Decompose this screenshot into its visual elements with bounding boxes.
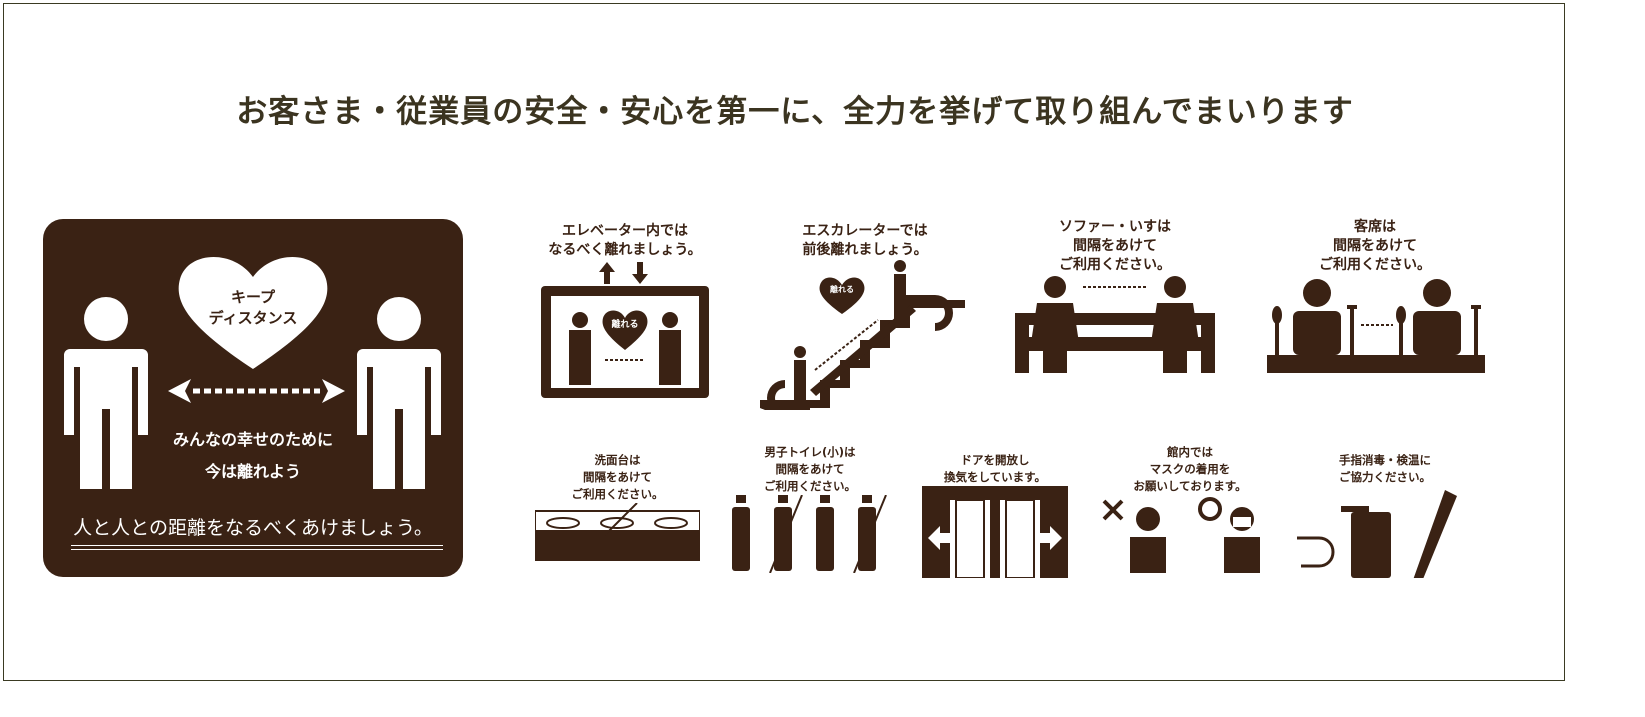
caption: 手指消毒・検温にご協力ください。 [1295, 452, 1475, 486]
tile-washbasin: 洗面台は間隔をあけてご利用ください。 [535, 452, 700, 563]
caption-line: ご利用ください。 [1059, 257, 1171, 273]
caption-line: マスクの着用を [1149, 462, 1231, 476]
tile-elevator: エレベーター内ではなるべく離れましょう。 離れる [535, 222, 715, 410]
caption-line: 間隔をあけて [583, 470, 652, 484]
caption-line: なるべく離れましょう。 [548, 242, 702, 258]
heart-line-1: キープ [230, 288, 276, 306]
caption-line: ソファー・いすは [1059, 219, 1171, 235]
caption-line: 前後離れましょう。 [802, 242, 928, 258]
caption-line: 離れる [830, 284, 854, 294]
heart-line-2: ディスタンス [208, 309, 298, 327]
caption-line: ドアを開放し [960, 453, 1030, 467]
elevator-icon: 離れる [541, 262, 709, 398]
caption: 館内ではマスクの着用をお願いしております。 [1100, 444, 1280, 495]
caption-line: ご利用ください。 [571, 487, 664, 501]
caption-line: 館内では [1167, 445, 1213, 459]
divider [71, 545, 443, 546]
frame [3, 3, 1565, 681]
slogan-line-1: みんなの幸せのために [172, 430, 333, 449]
caption-line: 客席は [1354, 219, 1396, 235]
tile-dining: 客席は間隔をあけてご利用ください。 [1265, 218, 1485, 375]
slogan: みんなの幸せのために 今は離れよう [43, 424, 463, 488]
arrow-left-icon [168, 379, 191, 403]
tile-sofa: ソファー・いすは間隔をあけてご利用ください。 [1015, 218, 1215, 375]
heart-label: キープ ディスタンス [183, 287, 323, 329]
tile-sanitizer: 手指消毒・検温にご協力ください。 [1295, 452, 1475, 578]
caption: 男子トイレ(小)は間隔をあけてご利用ください。 [730, 444, 890, 495]
keep-distance-poster: キープ ディスタンス みんなの幸せのために 今は離れよう 人と人との距離をなるべ… [43, 219, 463, 577]
caption: 洗面台は間隔をあけてご利用ください。 [535, 452, 700, 503]
divider [71, 549, 443, 550]
caption-line: 男子トイレ(小)は [764, 445, 856, 459]
mask-icon [1102, 497, 1260, 573]
caption-line: お願いしております。 [1133, 479, 1247, 493]
caption-line: エスカレーターでは [802, 223, 928, 239]
slogan-line-2: 今は離れよう [204, 462, 301, 481]
caption-line: 換気をしています。 [943, 470, 1046, 484]
escalator-icon: 離れる [760, 260, 965, 410]
caption-line: 洗面台は [594, 453, 641, 467]
caption-line: 間隔をあけて [1333, 238, 1417, 254]
poster-footer: 人と人との距離をなるべくあけましょう。 [73, 517, 433, 539]
dining-table-icon [1267, 279, 1485, 373]
heart-icon [178, 256, 328, 369]
sanitizer-thermometer-icon [1297, 490, 1457, 578]
caption-line: ご協力ください。 [1339, 470, 1431, 484]
caption: 客席は間隔をあけてご利用ください。 [1265, 218, 1485, 275]
caption-line: 間隔をあけて [775, 462, 845, 476]
arrow-right-icon [322, 379, 345, 403]
caption-line: ご利用ください。 [1319, 257, 1431, 273]
caption: エレベーター内ではなるべく離れましょう。 [535, 222, 715, 260]
tile-mask: 館内ではマスクの着用をお願いしております。 [1100, 444, 1280, 575]
caption-line: 間隔をあけて [1073, 238, 1157, 254]
page-title: お客さま・従業員の安全・安心を第一に、全力を挙げて取り組んでまいります [236, 94, 1354, 130]
keep-distance-illustration [64, 256, 441, 489]
caption-line: 離れる [611, 318, 638, 330]
tile-escalator: エスカレーターでは前後離れましょう。 離れる [760, 222, 970, 410]
tile-door: ドアを開放し換気をしています。 [920, 452, 1070, 578]
person-icon [64, 297, 148, 489]
caption: ドアを開放し換気をしています。 [920, 452, 1070, 486]
open-door-icon [922, 486, 1068, 578]
caption-line: 手指消毒・検温に [1339, 453, 1431, 467]
caption-line: エレベーター内では [562, 223, 688, 239]
washbasin-icon [535, 503, 700, 561]
urinal-icon [732, 495, 887, 573]
caption: エスカレーターでは前後離れましょう。 [760, 222, 970, 260]
caption: ソファー・いすは間隔をあけてご利用ください。 [1015, 218, 1215, 275]
tile-urinal: 男子トイレ(小)は間隔をあけてご利用ください。 [730, 444, 890, 573]
sofa-icon [1015, 276, 1215, 373]
person-icon [357, 297, 441, 489]
caption-line: ご利用ください。 [764, 479, 856, 493]
